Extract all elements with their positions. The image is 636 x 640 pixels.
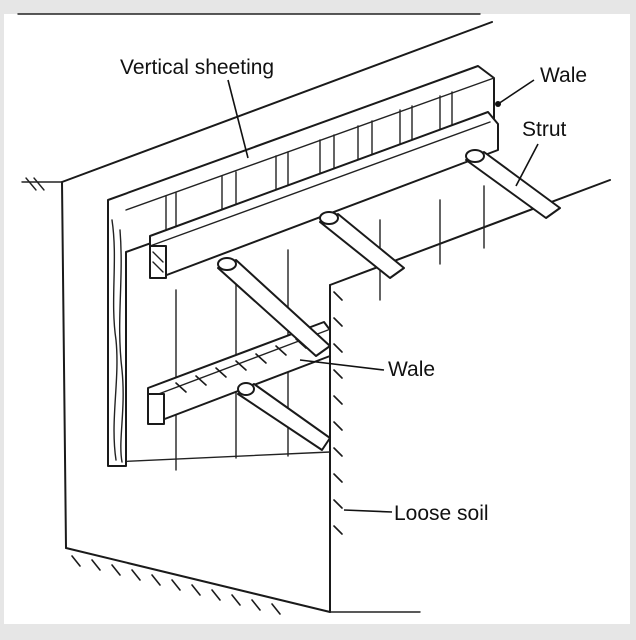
bottom-margin bbox=[0, 624, 636, 640]
ground-hatching-bottom bbox=[71, 555, 281, 615]
paper-background bbox=[4, 4, 630, 630]
leader-strut bbox=[515, 143, 539, 187]
label-wale-top: Wale bbox=[540, 64, 587, 87]
label-vertical-sheeting: Vertical sheeting bbox=[120, 56, 274, 79]
leader-wale-top-dot bbox=[495, 101, 501, 107]
wale-top-face-line bbox=[149, 121, 491, 247]
trench-floor-line bbox=[111, 451, 331, 463]
sheeting-cap-line bbox=[125, 77, 495, 211]
block-bottom-edge bbox=[65, 547, 331, 613]
top-margin bbox=[0, 0, 636, 14]
strut-upper-right-end bbox=[465, 149, 485, 163]
leader-vertical-sheeting bbox=[227, 79, 249, 159]
wale-top-end-grain bbox=[152, 251, 164, 273]
strut-upper-left-end bbox=[217, 257, 237, 271]
ground-edge-top bbox=[61, 21, 493, 183]
label-loose-soil: Loose soil bbox=[394, 502, 489, 525]
ground-left-hatch bbox=[25, 177, 45, 191]
wale-middle-end bbox=[147, 393, 165, 425]
leader-wale-top bbox=[497, 79, 535, 105]
wale-middle bbox=[147, 321, 331, 425]
loose-soil-hatching bbox=[333, 291, 343, 535]
struts bbox=[217, 149, 561, 451]
leader-lines bbox=[227, 79, 539, 513]
strut-lower-left-end bbox=[237, 382, 255, 396]
leader-loose-soil bbox=[343, 509, 393, 513]
wale-top-end bbox=[149, 245, 167, 279]
sheeting-grain-1 bbox=[111, 219, 118, 461]
leader-wale-middle bbox=[299, 359, 385, 371]
block-front-left-edge bbox=[61, 181, 67, 549]
label-wale-middle: Wale bbox=[388, 358, 435, 381]
wale-top bbox=[149, 111, 499, 279]
strut-upper-middle-end bbox=[319, 211, 339, 225]
label-strut: Strut bbox=[522, 118, 567, 141]
sheeting-grain-2 bbox=[119, 229, 124, 463]
